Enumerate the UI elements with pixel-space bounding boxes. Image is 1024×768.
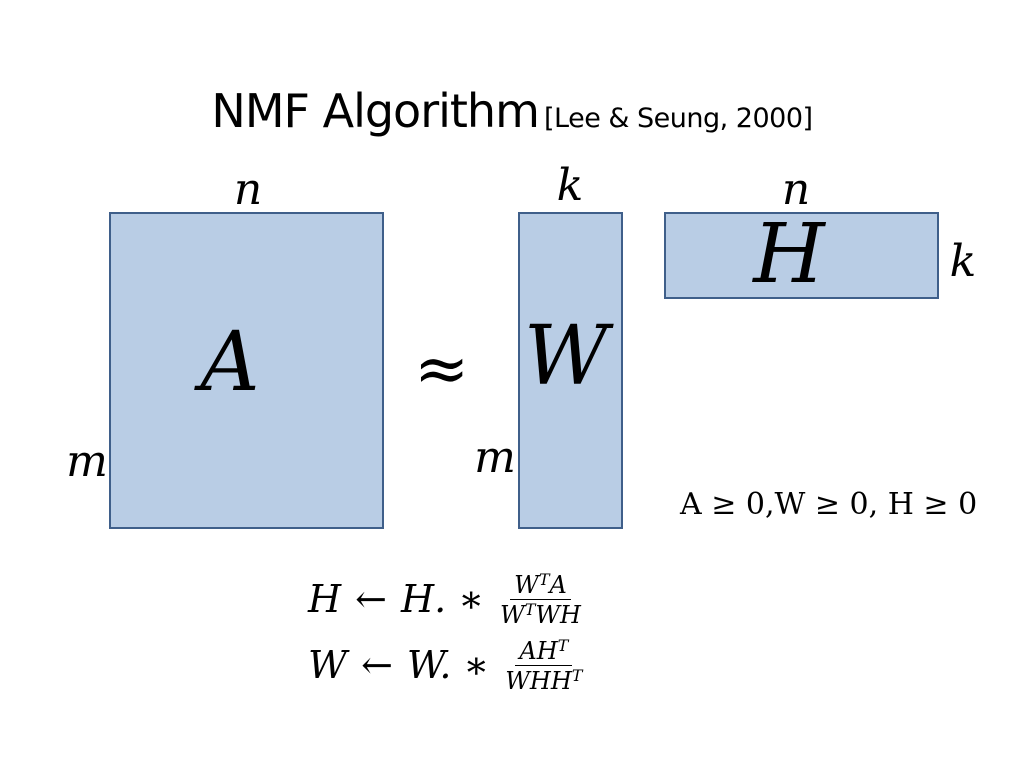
update-h-denominator: WTWH	[496, 600, 585, 627]
matrix-a-cols-label: n	[233, 164, 263, 215]
matrix-w-rows-label: m	[474, 432, 516, 483]
update-w-den-sup: T	[571, 665, 583, 685]
matrix-h-rows-label: k	[949, 236, 977, 287]
update-h-den-base: W	[500, 600, 525, 629]
update-h-lhs: H	[308, 577, 342, 621]
slide-title: NMF Algorithm [Lee & Seung, 2000]	[0, 84, 1024, 138]
update-w-arrow: ←	[361, 643, 393, 687]
update-h-den-rest: WH	[535, 600, 581, 629]
matrix-h-cols-label: n	[781, 164, 811, 215]
update-h-numerator: WTA	[510, 569, 571, 600]
update-h-num-base: W	[514, 570, 539, 599]
matrix-w-cols-label: k	[556, 160, 584, 211]
update-h-arrow: ←	[355, 577, 387, 621]
update-w-numerator: AHT	[515, 635, 573, 666]
update-h-star: ∗	[458, 577, 485, 621]
update-h-num-sup: T	[538, 569, 550, 589]
update-w-rhs: W.	[406, 643, 452, 687]
update-w-num-base: AH	[519, 636, 558, 665]
update-rule-h: H ← H. ∗ WTA WTWH	[308, 564, 585, 634]
update-h-den-sup: T	[524, 599, 536, 619]
update-h-rhs: H.	[400, 577, 447, 621]
matrix-w-label: W	[523, 309, 609, 404]
update-w-num-sup: T	[557, 635, 569, 655]
update-w-fraction: AHT WHHT	[501, 635, 586, 693]
nonnegativity-constraint: A ≥ 0,W ≥ 0, H ≥ 0	[680, 487, 978, 522]
approx-symbol: ≈	[414, 330, 470, 407]
matrix-h-label: H	[753, 207, 825, 302]
update-h-num-rest: A	[549, 570, 567, 599]
matrix-a-label: A	[200, 315, 260, 410]
update-w-star: ∗	[463, 643, 490, 687]
matrix-h-box	[664, 212, 939, 299]
update-w-den-base: WHH	[505, 666, 572, 695]
title-citation: [Lee & Seung, 2000]	[543, 103, 813, 134]
title-main: NMF Algorithm	[211, 84, 539, 138]
matrix-a-rows-label: m	[66, 436, 108, 487]
update-rule-w: W ← W. ∗ AHT WHHT	[308, 630, 586, 700]
update-w-lhs: W	[308, 643, 348, 687]
update-h-fraction: WTA WTWH	[496, 569, 585, 627]
matrix-w-box	[518, 212, 623, 529]
update-w-denominator: WHHT	[501, 666, 586, 693]
matrix-a-box	[109, 212, 384, 529]
